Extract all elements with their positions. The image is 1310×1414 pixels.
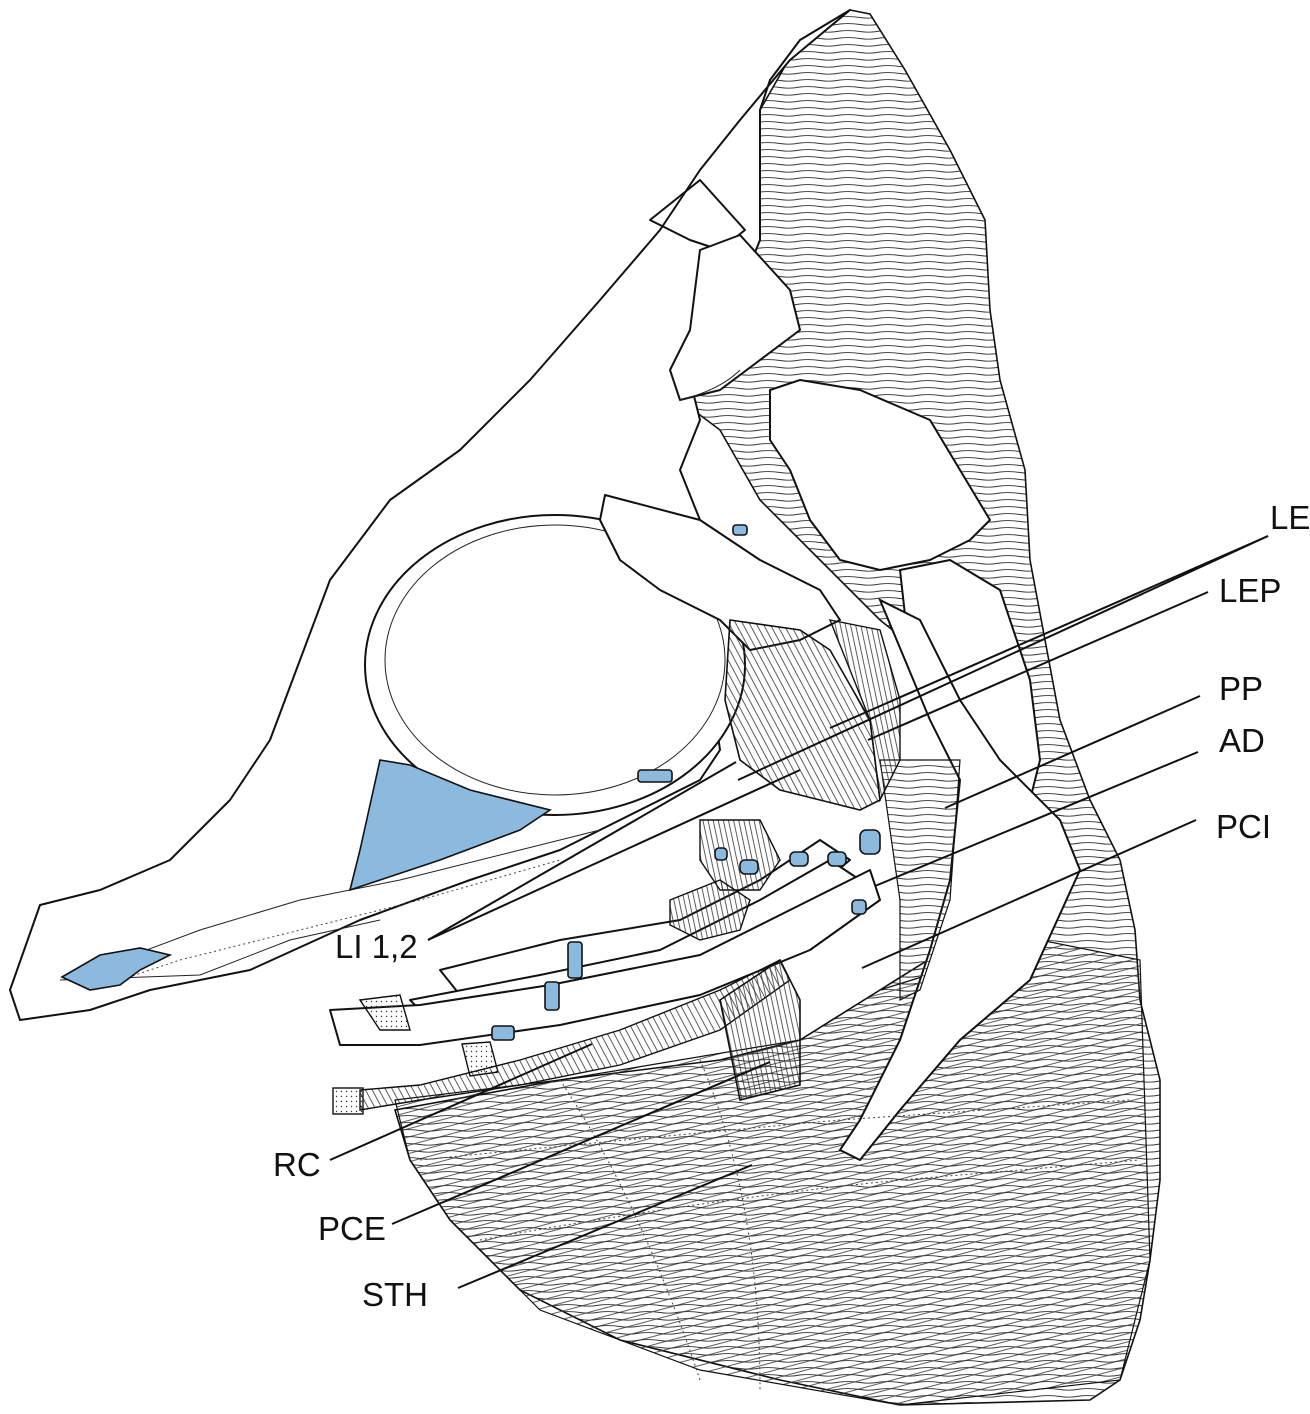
label-le: LE 1-4 xyxy=(1270,499,1310,536)
label-lep: LEP xyxy=(1219,572,1281,609)
label-pce: PCE xyxy=(318,1210,386,1247)
label-ad: AD xyxy=(1219,722,1265,759)
label-li: LI 1,2 xyxy=(335,928,418,965)
orbit-cartilage xyxy=(638,770,672,782)
label-pci: PCI xyxy=(1216,808,1271,845)
urohyal-tip xyxy=(333,1088,363,1114)
label-rc: RC xyxy=(273,1146,321,1183)
label-pp: PP xyxy=(1219,670,1263,707)
label-sth: STH xyxy=(362,1276,428,1313)
